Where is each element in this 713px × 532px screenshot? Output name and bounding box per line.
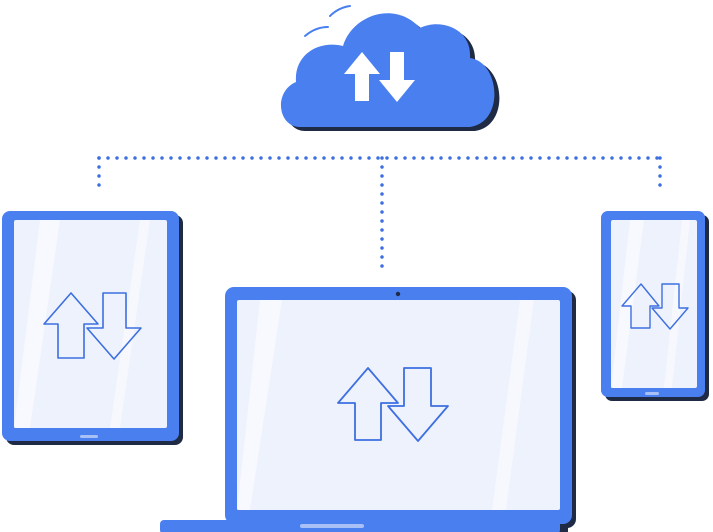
phone: [601, 211, 709, 401]
tablet-home-button: [80, 435, 98, 438]
laptop-glare-2: [492, 300, 534, 510]
connector-lines: [97, 156, 662, 272]
phone-glare: [611, 220, 644, 388]
laptop-glare: [237, 300, 282, 510]
upload-download-arrows-icon: [337, 367, 449, 442]
laptop-base-notch: [300, 524, 364, 528]
upload-download-arrows-icon: [43, 292, 142, 360]
laptop-camera: [395, 291, 401, 297]
cloud-highlight: [304, 26, 329, 37]
upload-download-arrows-icon: [344, 52, 415, 102]
phone-home-button: [645, 392, 659, 395]
tablet-glare-2: [110, 220, 150, 428]
tablet-glare: [14, 220, 60, 428]
phone-glare-2: [664, 220, 690, 388]
cloud-highlight-2: [329, 5, 351, 17]
tablet: [2, 211, 183, 445]
laptop: [160, 287, 576, 532]
cloud-body: [280, 13, 495, 127]
upload-download-arrows-icon: [621, 283, 689, 330]
cloud: [280, 5, 500, 131]
